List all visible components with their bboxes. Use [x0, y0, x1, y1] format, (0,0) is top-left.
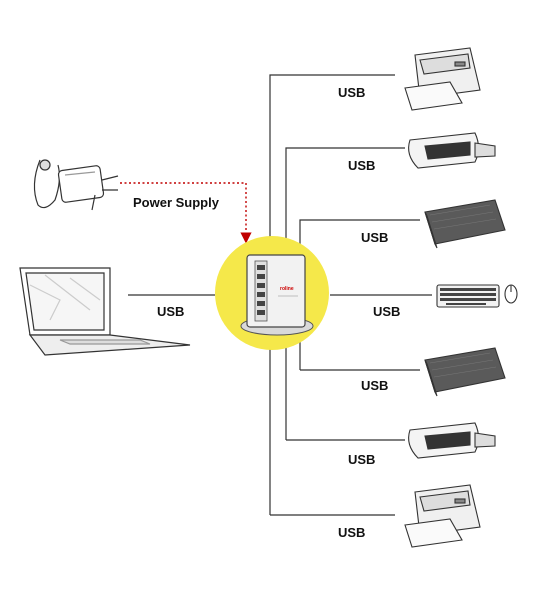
usb-hub: roline	[215, 236, 329, 350]
card-reader-icon	[408, 132, 496, 169]
usb-label-drive-bottom: USB	[361, 378, 388, 393]
hard-drive-icon	[424, 347, 506, 397]
power-supply-label: Power Supply	[133, 195, 220, 210]
card-reader-icon	[408, 422, 496, 459]
hard-drive-icon	[424, 199, 506, 249]
power-adapter-icon	[33, 159, 119, 211]
usb-label-laptop: USB	[157, 304, 184, 319]
usb-label-card-reader-top: USB	[348, 158, 375, 173]
printer-icon	[404, 47, 481, 111]
power-connection-arrow	[120, 182, 252, 244]
keyboard-icon	[436, 284, 518, 308]
line-printer-top	[269, 74, 395, 255]
usb-label-drive-top: USB	[361, 230, 388, 245]
usb-label-printer-bottom: USB	[338, 525, 365, 540]
laptop-icon	[19, 267, 191, 356]
line-drive-top	[299, 219, 420, 258]
hub-brand-label: roline	[280, 286, 294, 292]
printer-icon	[404, 484, 481, 548]
line-card-reader-top	[285, 147, 405, 255]
usb-label-keyboard: USB	[373, 304, 400, 319]
usb-label-card-reader-bottom: USB	[348, 452, 375, 467]
usb-label-printer-top: USB	[338, 85, 365, 100]
